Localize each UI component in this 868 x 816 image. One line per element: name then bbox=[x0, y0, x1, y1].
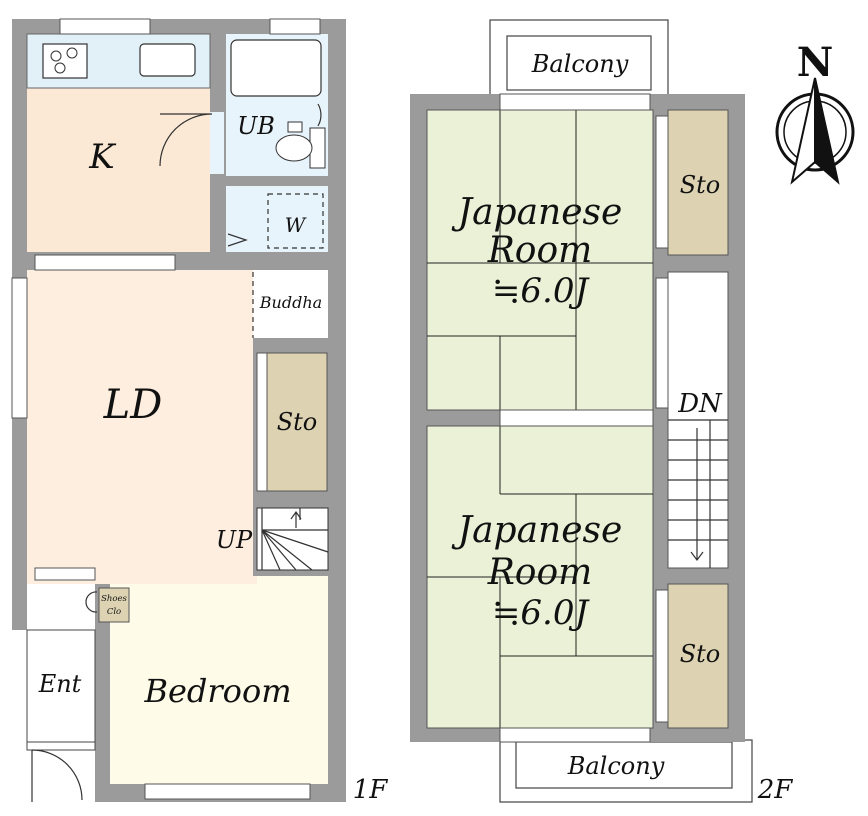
room-a-balcony-window bbox=[499, 93, 651, 111]
washer-label: W bbox=[285, 213, 307, 237]
storage-1f-door bbox=[256, 352, 268, 492]
shoes-closet bbox=[98, 587, 130, 623]
north-arrow-icon: N bbox=[775, 39, 855, 185]
washer-space-icon bbox=[267, 193, 324, 249]
stairs-down bbox=[668, 419, 728, 568]
shoes-closet-doors bbox=[85, 591, 98, 613]
kitchen-door bbox=[159, 112, 224, 174]
kitchen-label: K bbox=[88, 137, 117, 177]
floor2-label: 2F bbox=[757, 775, 794, 805]
entrance-hall bbox=[27, 584, 95, 630]
room-b-label-line2: Room bbox=[487, 552, 593, 593]
room-a-side-door bbox=[655, 277, 669, 409]
bedroom-window bbox=[144, 783, 311, 800]
unit-bath-label: UB bbox=[237, 112, 275, 140]
storage-2f-b bbox=[667, 583, 729, 729]
storage-1f-label: Sto bbox=[277, 408, 318, 436]
toilet-icon bbox=[275, 127, 326, 169]
washer-door-icon bbox=[227, 233, 248, 247]
balcony-top bbox=[506, 35, 652, 91]
down-arrow-icon bbox=[690, 428, 704, 561]
buddha-label: Buddha bbox=[259, 293, 322, 312]
bathtub-icon bbox=[230, 39, 322, 97]
bedroom-label: Bedroom bbox=[143, 672, 291, 710]
bath-door-swing bbox=[317, 103, 322, 127]
front-door bbox=[26, 741, 96, 802]
balcony-bottom-label: Balcony bbox=[567, 752, 665, 780]
ld-west-window bbox=[11, 277, 28, 419]
bath-window bbox=[269, 18, 321, 35]
bedroom-top-strip bbox=[257, 576, 328, 584]
storage-2f-a-door bbox=[655, 115, 669, 249]
entrance-label: Ent bbox=[38, 670, 82, 698]
storage-1f bbox=[266, 352, 328, 492]
hall-window bbox=[34, 567, 96, 581]
room-a-size: ≒6.0J bbox=[492, 271, 591, 311]
living-dining-label: LD bbox=[103, 382, 163, 428]
stairs-down-label: DN bbox=[677, 389, 723, 419]
bedroom-room bbox=[110, 584, 328, 784]
second-floor: Balcony Japanese Room ≒6.0J Sto DN Japan… bbox=[410, 19, 794, 805]
storage-2f-b-label: Sto bbox=[680, 640, 721, 668]
sink-icon bbox=[139, 43, 196, 77]
washbasin-icon bbox=[287, 121, 303, 133]
shoes-closet-label-line2: Clo bbox=[107, 607, 121, 617]
room-a-label-line1: Japanese bbox=[451, 192, 623, 233]
storage-2f-a-label: Sto bbox=[680, 171, 721, 199]
storage-2f-b-door bbox=[655, 589, 669, 723]
room-divider-slider bbox=[499, 409, 654, 427]
room-b-balcony-window bbox=[499, 727, 651, 743]
ld-north-window bbox=[34, 254, 176, 271]
storage-2f-a bbox=[667, 109, 729, 256]
first-floor: K UB W Buddha LD Sto UP Shoes Clo Ent Be… bbox=[0, 18, 389, 816]
japanese-room-b bbox=[426, 425, 654, 729]
japanese-room-a bbox=[426, 109, 654, 411]
ld-lower-strip bbox=[27, 576, 257, 584]
kitchen-window bbox=[59, 18, 151, 35]
room-b-label-line1: Japanese bbox=[451, 510, 623, 551]
shoes-closet-label-line1: Shoes bbox=[101, 594, 127, 604]
up-arrow-icon bbox=[290, 510, 302, 528]
living-dining-room bbox=[27, 270, 253, 576]
floor1-label: 1F bbox=[353, 775, 389, 805]
room-a-label-line2: Room bbox=[487, 230, 593, 271]
buddha-alcove bbox=[253, 270, 328, 338]
room-b-size: ≒6.0J bbox=[492, 593, 591, 633]
balcony-top-label: Balcony bbox=[531, 50, 629, 78]
stairs-up-label: UP bbox=[216, 526, 253, 554]
stairs-up bbox=[256, 507, 329, 571]
stove-icon bbox=[42, 43, 88, 79]
entrance-room bbox=[26, 629, 96, 743]
